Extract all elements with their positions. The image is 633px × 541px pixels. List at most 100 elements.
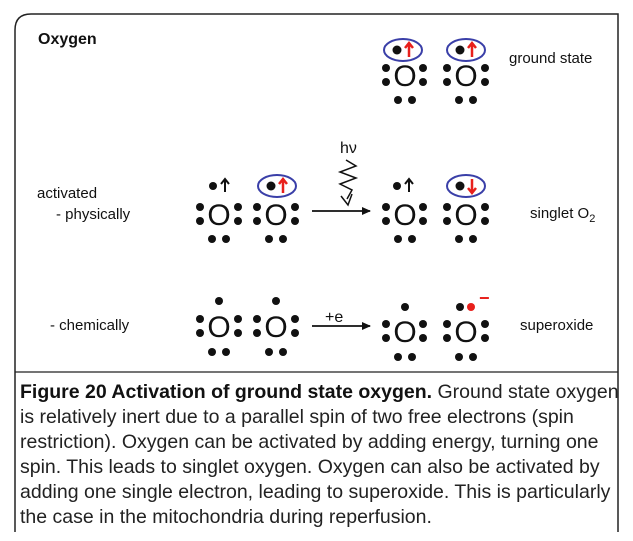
physically-label: - physically bbox=[56, 206, 131, 223]
electron bbox=[382, 78, 390, 86]
electron bbox=[443, 217, 451, 225]
electron bbox=[291, 217, 299, 225]
electron bbox=[208, 348, 216, 356]
electron bbox=[279, 235, 287, 243]
electron bbox=[253, 203, 261, 211]
electron bbox=[443, 203, 451, 211]
electron bbox=[419, 334, 427, 342]
electron bbox=[266, 181, 276, 191]
electron bbox=[209, 182, 217, 190]
electron bbox=[481, 78, 489, 86]
electron bbox=[272, 297, 280, 305]
electron bbox=[481, 217, 489, 225]
electron bbox=[196, 329, 204, 337]
element-symbol: O bbox=[207, 199, 230, 232]
superoxide-label: superoxide bbox=[520, 317, 593, 334]
electron bbox=[253, 217, 261, 225]
oxygen-atom: O bbox=[196, 177, 242, 243]
electron bbox=[382, 320, 390, 328]
electron bbox=[265, 348, 273, 356]
electron bbox=[443, 320, 451, 328]
electron bbox=[291, 315, 299, 323]
caption-title: Figure 20 Activation of ground state oxy… bbox=[20, 381, 433, 403]
singlet-oxygen-label: singlet O2 bbox=[530, 205, 595, 225]
electron bbox=[419, 64, 427, 72]
element-symbol: O bbox=[393, 199, 416, 232]
electron bbox=[481, 203, 489, 211]
electron bbox=[382, 334, 390, 342]
ground-state-row: O O ground state bbox=[382, 38, 592, 104]
electron bbox=[208, 235, 216, 243]
electron bbox=[215, 297, 223, 305]
electron bbox=[196, 203, 204, 211]
element-symbol: O bbox=[393, 316, 416, 349]
chemically-label: - chemically bbox=[50, 317, 130, 334]
element-symbol: O bbox=[454, 199, 477, 232]
electron bbox=[394, 96, 402, 104]
physical-activation-row: activated - physically O O hν bbox=[37, 140, 595, 243]
electron bbox=[382, 203, 390, 211]
electron bbox=[481, 64, 489, 72]
element-symbol: O bbox=[454, 316, 477, 349]
electron bbox=[222, 348, 230, 356]
electron bbox=[469, 235, 477, 243]
oxygen-atom: − O bbox=[443, 288, 490, 361]
electron bbox=[265, 235, 273, 243]
electron bbox=[253, 315, 261, 323]
electron bbox=[291, 203, 299, 211]
electron bbox=[393, 182, 401, 190]
electron bbox=[455, 181, 465, 191]
electron bbox=[443, 64, 451, 72]
electron bbox=[291, 329, 299, 337]
caption-body: Ground state oxygen is relatively inert … bbox=[20, 381, 619, 528]
spin-highlight-ring bbox=[383, 38, 423, 62]
electron bbox=[455, 353, 463, 361]
oxygen-atom: O bbox=[253, 297, 299, 356]
spin-up-arrow bbox=[220, 177, 230, 192]
electron bbox=[455, 96, 463, 104]
electron bbox=[222, 235, 230, 243]
electron bbox=[392, 45, 402, 55]
oxygen-atom: O bbox=[382, 38, 427, 104]
chemical-activation-row: - chemically O O +e O bbox=[50, 288, 593, 361]
oxygen-atom: O bbox=[382, 303, 427, 361]
activated-label: activated bbox=[37, 185, 97, 202]
spin-highlight-ring bbox=[257, 174, 297, 198]
spin-up-arrow bbox=[404, 40, 414, 57]
added-electron bbox=[467, 303, 475, 311]
element-symbol: O bbox=[207, 311, 230, 344]
electron bbox=[419, 217, 427, 225]
element-symbol: O bbox=[393, 60, 416, 93]
figure-caption: Figure 20 Activation of ground state oxy… bbox=[20, 380, 620, 530]
electron bbox=[443, 334, 451, 342]
electron bbox=[419, 320, 427, 328]
spin-down-arrow bbox=[467, 179, 477, 196]
electron bbox=[401, 303, 409, 311]
electron bbox=[469, 353, 477, 361]
frame-border bbox=[14, 13, 619, 532]
element-symbol: O bbox=[264, 199, 287, 232]
element-symbol: O bbox=[264, 311, 287, 344]
electron bbox=[481, 320, 489, 328]
oxygen-atom: O bbox=[253, 174, 299, 243]
electron-addition-label: +e bbox=[325, 309, 343, 326]
oxygen-atom: O bbox=[443, 174, 489, 243]
oxygen-atom: O bbox=[196, 297, 242, 356]
electron bbox=[419, 203, 427, 211]
electron bbox=[408, 235, 416, 243]
electron bbox=[469, 96, 477, 104]
electron bbox=[443, 78, 451, 86]
spin-up-arrow bbox=[467, 40, 477, 57]
electron bbox=[455, 235, 463, 243]
photon-squiggle-icon bbox=[337, 159, 359, 200]
electron bbox=[419, 78, 427, 86]
spin-up-arrow bbox=[404, 177, 414, 192]
electron bbox=[382, 217, 390, 225]
electron bbox=[196, 217, 204, 225]
spin-highlight-ring bbox=[446, 174, 486, 198]
electron bbox=[456, 303, 464, 311]
electron bbox=[234, 315, 242, 323]
electron bbox=[481, 334, 489, 342]
electron bbox=[234, 329, 242, 337]
